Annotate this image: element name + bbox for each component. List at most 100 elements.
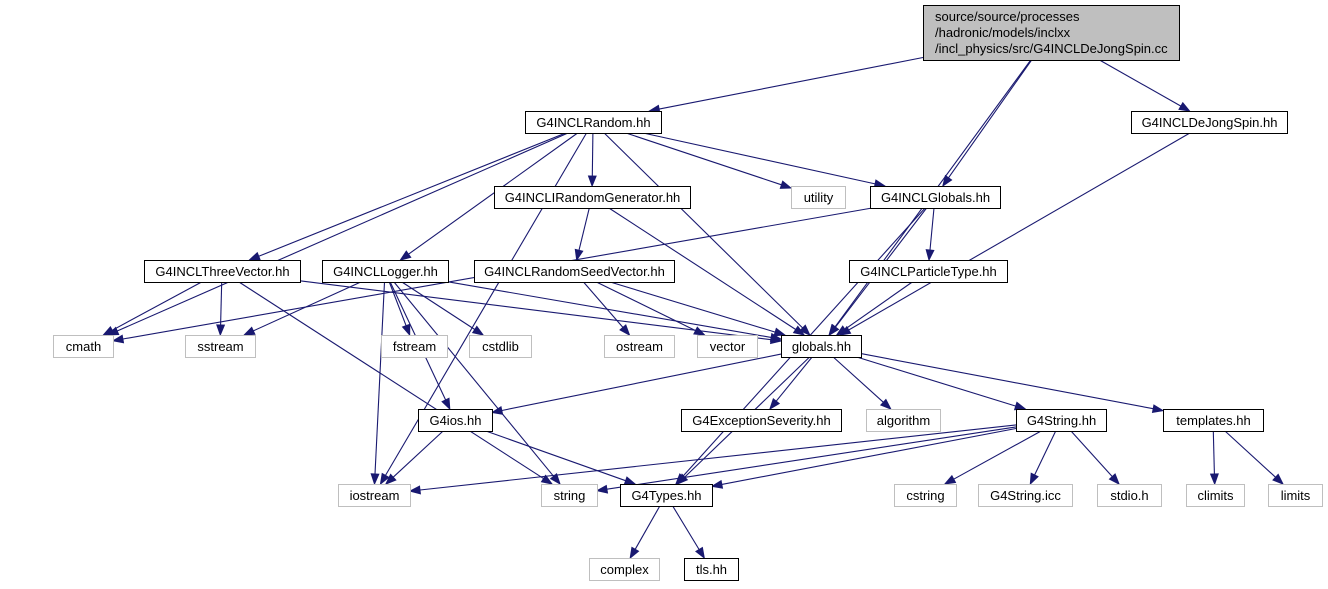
node-irandgen[interactable]: G4INCLIRandomGenerator.hh (494, 186, 691, 209)
arrowhead-icon (1108, 473, 1120, 486)
edge-logger-to-fstream (388, 281, 411, 337)
edge-line (419, 424, 1017, 491)
node-limits[interactable]: limits (1268, 484, 1323, 507)
node-excsev[interactable]: G4ExceptionSeverity.hh (681, 409, 842, 432)
node-label: tls.hh (696, 562, 727, 577)
edge-line (401, 281, 476, 330)
arrowhead-icon (471, 325, 485, 336)
node-templates[interactable]: templates.hh (1163, 409, 1264, 432)
node-g4string[interactable]: G4String.hh (1016, 409, 1107, 432)
node-cstring[interactable]: cstring (894, 484, 957, 507)
node-iostream[interactable]: iostream (338, 484, 411, 507)
edges-layer (102, 56, 1285, 560)
node-sstream[interactable]: sstream (185, 335, 256, 358)
node-box (866, 409, 941, 432)
node-fstream[interactable]: fstream (381, 335, 448, 358)
edge-g4ios-to-iostream (384, 430, 444, 485)
edge-globals-to-templates (860, 353, 1165, 414)
node-label: stdio.h (1110, 488, 1148, 503)
node-vector[interactable]: vector (697, 335, 758, 358)
node-logger[interactable]: G4INCLLogger.hh (322, 260, 449, 283)
edge-line (596, 281, 696, 332)
edge-line (393, 281, 555, 477)
node-g4ios[interactable]: G4ios.hh (418, 409, 493, 432)
arrowhead-icon (595, 484, 609, 494)
edge-random-to-logger (399, 132, 578, 261)
node-tlshh[interactable]: tls.hh (684, 558, 739, 581)
node-box (589, 558, 660, 581)
arrowhead-icon (799, 324, 811, 336)
edge-ptype-to-globals (835, 281, 913, 336)
node-label: G4INCLIRandomGenerator.hh (505, 190, 681, 205)
node-box (604, 335, 675, 358)
node-climits[interactable]: climits (1186, 484, 1245, 507)
edge-line (856, 356, 1016, 407)
node-algorithm[interactable]: algorithm (866, 409, 941, 432)
arrowhead-icon (379, 472, 390, 486)
node-globals[interactable]: globals.hh (781, 335, 862, 358)
edge-logger-to-globals (447, 281, 783, 342)
arrowhead-icon (399, 250, 412, 261)
arrowhead-icon (693, 326, 706, 336)
node-g4types[interactable]: G4Types.hh (620, 484, 713, 507)
edge-logger-to-string (393, 281, 561, 486)
arrowhead-icon (925, 249, 935, 262)
node-seedvec[interactable]: G4INCLRandomSeedVector.hh (474, 260, 675, 283)
node-ostream[interactable]: ostream (604, 335, 675, 358)
edge-irandgen-to-seedvec (574, 207, 590, 262)
node-label: fstream (393, 339, 436, 354)
node-label: utility (804, 190, 834, 205)
node-complex[interactable]: complex (589, 558, 660, 581)
node-string[interactable]: string (541, 484, 598, 507)
edge-root-to-random (647, 56, 924, 114)
edge-line (929, 207, 935, 251)
node-threevec[interactable]: G4INCLThreeVector.hh (144, 260, 301, 283)
node-label: vector (710, 339, 746, 354)
node-ptype[interactable]: G4INCLParticleType.hh (849, 260, 1008, 283)
node-globalsincl[interactable]: G4INCLGlobals.hh (870, 186, 1001, 209)
arrowhead-icon (773, 327, 787, 337)
edge-line (578, 207, 590, 251)
edge-line (634, 505, 661, 550)
node-utility[interactable]: utility (791, 186, 846, 209)
node-dejong[interactable]: G4INCLDeJongSpin.hh (1131, 111, 1288, 134)
edge-line (860, 353, 1154, 410)
node-box (469, 335, 532, 358)
edge-line (220, 281, 223, 326)
node-box (894, 484, 957, 507)
node-stdioh[interactable]: stdio.h (1097, 484, 1162, 507)
arrowhead-icon (587, 175, 597, 188)
node-cmath[interactable]: cmath (53, 335, 114, 358)
node-box (1186, 484, 1245, 507)
arrowhead-icon (828, 323, 840, 337)
node-label: G4INCLParticleType.hh (860, 264, 997, 279)
edge-globals-to-g4ios (490, 353, 782, 415)
edge-globals-to-algorithm (832, 356, 892, 410)
node-label: limits (1281, 488, 1311, 503)
arrowhead-icon (792, 325, 806, 336)
node-box (322, 260, 449, 283)
edge-root-to-globalsincl (941, 59, 1033, 188)
edge-line (238, 281, 544, 480)
edge-line (608, 207, 796, 330)
node-label: G4INCLGlobals.hh (881, 190, 990, 205)
edge-line (591, 132, 594, 177)
edge-irandgen-to-globals (608, 207, 806, 336)
arrowhead-icon (779, 180, 793, 189)
node-cstdlib[interactable]: cstdlib (469, 335, 532, 358)
node-label: G4INCLLogger.hh (333, 264, 438, 279)
arrowhead-icon (623, 476, 637, 485)
edge-g4string-to-g4stringicc (1029, 430, 1057, 486)
edge-line (1070, 430, 1113, 477)
node-random[interactable]: G4INCLRandom.hh (525, 111, 662, 134)
edge-line (253, 281, 362, 332)
edge-line (775, 356, 813, 402)
arrowhead-icon (540, 474, 554, 485)
edge-line (485, 430, 626, 482)
node-box (381, 335, 448, 358)
node-box (1016, 409, 1107, 432)
node-g4stringicc[interactable]: G4String.icc (978, 484, 1073, 507)
node-box (849, 260, 1008, 283)
arrowhead-icon (629, 546, 640, 560)
